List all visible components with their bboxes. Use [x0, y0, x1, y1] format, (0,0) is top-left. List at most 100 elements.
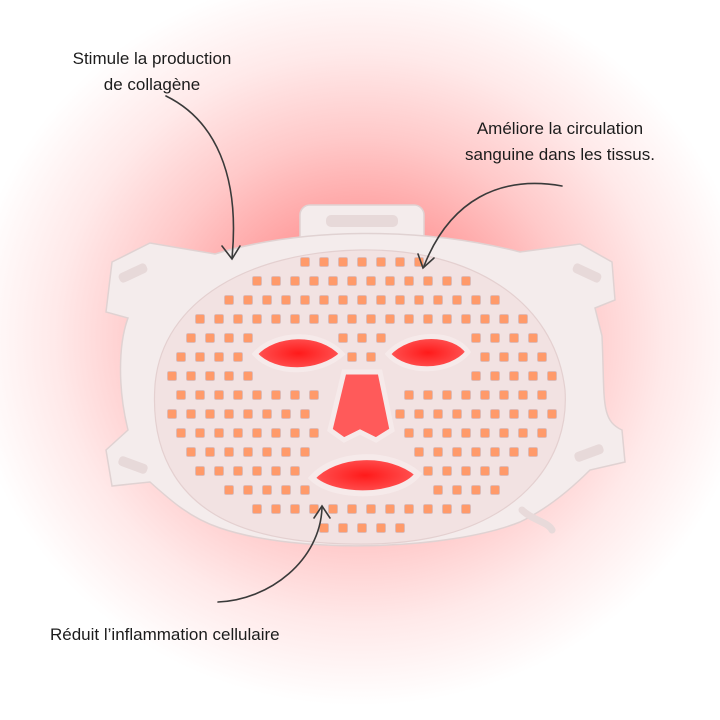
led-light — [224, 295, 234, 305]
led-light — [509, 447, 519, 457]
led-light — [214, 466, 224, 476]
led-light — [290, 390, 300, 400]
led-light — [404, 276, 414, 286]
annotation-collagen-line1: Stimule la production — [72, 49, 232, 68]
led-light — [471, 485, 481, 495]
led-light — [528, 447, 538, 457]
led-light — [518, 390, 528, 400]
arrow-collagen — [165, 95, 235, 259]
led-light — [490, 409, 500, 419]
nose-opening — [327, 369, 395, 443]
left-bottom-strap-slot — [118, 456, 148, 474]
led-light — [404, 314, 414, 324]
led-light — [290, 276, 300, 286]
led-light — [528, 333, 538, 343]
led-light — [547, 409, 557, 419]
led-light — [243, 485, 253, 495]
led-light — [433, 295, 443, 305]
led-light — [300, 485, 310, 495]
annotation-collagen: Stimule la production de collagène — [40, 46, 264, 98]
led-light — [414, 295, 424, 305]
led-light — [319, 295, 329, 305]
led-array — [167, 257, 557, 533]
annotation-inflammation-line1: Réduit l’inflammation cellulaire — [50, 625, 280, 644]
mouth-opening — [307, 454, 423, 497]
led-light — [214, 390, 224, 400]
led-light — [186, 333, 196, 343]
led-light — [442, 390, 452, 400]
led-light — [281, 485, 291, 495]
led-light — [395, 257, 405, 267]
led-light — [471, 333, 481, 343]
led-light — [490, 485, 500, 495]
led-light — [461, 466, 471, 476]
led-light — [262, 447, 272, 457]
led-light — [366, 314, 376, 324]
annotation-circulation: Améliore la circulation sanguine dans le… — [410, 116, 710, 168]
led-light — [404, 504, 414, 514]
led-light — [537, 390, 547, 400]
led-light — [518, 352, 528, 362]
led-light — [480, 352, 490, 362]
led-light — [423, 390, 433, 400]
led-light — [243, 333, 253, 343]
led-light — [433, 409, 443, 419]
led-light — [376, 333, 386, 343]
led-light — [252, 466, 262, 476]
led-light — [328, 314, 338, 324]
led-light — [357, 295, 367, 305]
mask-openings — [251, 334, 472, 497]
led-light — [395, 295, 405, 305]
led-light — [423, 504, 433, 514]
led-light — [281, 409, 291, 419]
led-light — [547, 371, 557, 381]
led-light — [452, 485, 462, 495]
led-light — [442, 314, 452, 324]
led-light — [214, 314, 224, 324]
led-light — [461, 428, 471, 438]
led-light — [509, 333, 519, 343]
led-light — [262, 409, 272, 419]
led-light — [233, 314, 243, 324]
led-light — [499, 314, 509, 324]
led-light — [328, 276, 338, 286]
led-light — [461, 314, 471, 324]
led-light — [262, 485, 272, 495]
led-light — [195, 314, 205, 324]
left-top-strap-slot — [118, 263, 148, 283]
led-light — [528, 409, 538, 419]
led-light — [290, 314, 300, 324]
led-light — [290, 428, 300, 438]
led-light — [347, 276, 357, 286]
led-light — [366, 504, 376, 514]
led-light — [233, 390, 243, 400]
led-light — [243, 371, 253, 381]
led-light — [376, 257, 386, 267]
led-light — [347, 352, 357, 362]
led-light — [452, 447, 462, 457]
led-light — [243, 447, 253, 457]
led-light — [186, 409, 196, 419]
led-light — [252, 428, 262, 438]
led-light — [309, 314, 319, 324]
led-light — [300, 447, 310, 457]
led-light — [338, 523, 348, 533]
led-light — [224, 485, 234, 495]
led-light — [176, 352, 186, 362]
led-light — [300, 409, 310, 419]
led-light — [471, 371, 481, 381]
led-light — [395, 523, 405, 533]
led-light — [471, 447, 481, 457]
led-light — [338, 295, 348, 305]
led-light — [499, 428, 509, 438]
arrowhead-collagen — [221, 245, 241, 261]
led-light — [442, 504, 452, 514]
led-light — [423, 314, 433, 324]
led-light — [224, 333, 234, 343]
led-light — [404, 390, 414, 400]
led-light — [452, 295, 462, 305]
led-light — [537, 428, 547, 438]
led-light — [224, 409, 234, 419]
led-light — [347, 314, 357, 324]
led-light — [205, 333, 215, 343]
